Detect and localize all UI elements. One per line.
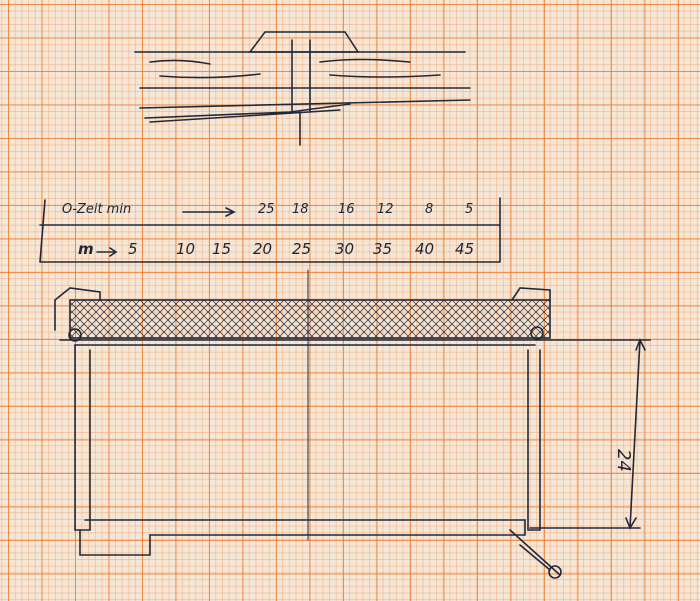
table-row1-value: 18 xyxy=(292,202,309,217)
table-frame xyxy=(39,197,501,263)
table-row2-value: 15 xyxy=(212,240,232,258)
top-detail-sketch xyxy=(134,31,471,146)
table-row2-value: 25 xyxy=(292,240,312,258)
table-row1-value: 5 xyxy=(465,202,474,217)
table-row2-value: 5 xyxy=(128,240,138,258)
table-row1-value: 25 xyxy=(258,202,275,217)
table-row1-value: 16 xyxy=(338,202,355,217)
table-row2-value: 35 xyxy=(373,240,393,258)
table-row1-value: 8 xyxy=(425,202,434,217)
table-row1-label: O-Zeit min xyxy=(62,202,132,217)
container-cross-section xyxy=(54,269,562,579)
table-row2-value: 30 xyxy=(335,240,355,258)
table-row1-value: 12 xyxy=(377,202,394,217)
table-row2-value: 10 xyxy=(176,240,196,258)
table-row2-value: 20 xyxy=(253,240,273,258)
dimension-label: 24 xyxy=(612,449,634,472)
table-row2-label: m xyxy=(78,240,94,258)
table-row2-value: 45 xyxy=(455,240,475,258)
dimension-line xyxy=(529,338,651,530)
table-row2-value: 40 xyxy=(415,240,435,258)
